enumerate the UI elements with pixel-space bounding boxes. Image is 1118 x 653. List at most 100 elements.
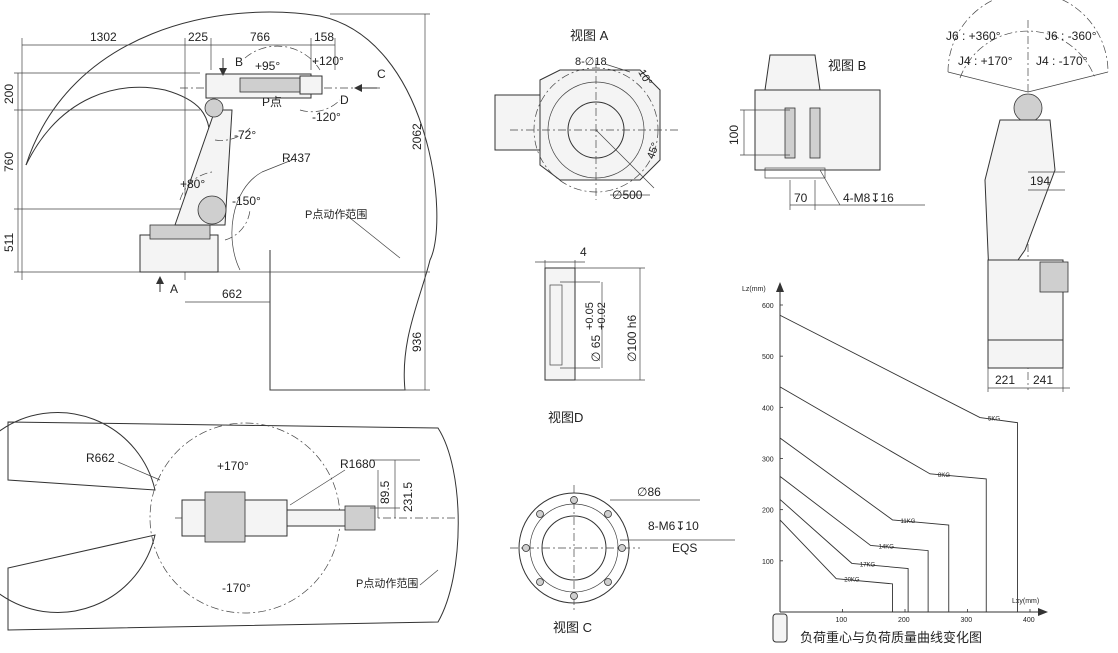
robot-base bbox=[139, 234, 219, 273]
view-a: 视图 A 8-∅18 10° 45° ∅500 bbox=[494, 28, 680, 202]
view-c-bolt-holes bbox=[522, 496, 626, 600]
series-label: 11KG bbox=[901, 519, 916, 525]
dim-231-5: 231.5 bbox=[401, 482, 415, 512]
view-c-eqs: EQS bbox=[672, 541, 697, 555]
dim-200: 200 bbox=[2, 84, 16, 104]
load-chart: Lz(mm) Lxy(mm) 负荷重心与负荷质量曲线变化图 100 200 300 4… bbox=[742, 282, 1048, 645]
chart-title: 负荷重心与负荷质量曲线变化图 bbox=[800, 630, 982, 645]
radius-r662: R662 bbox=[86, 451, 115, 465]
dim-511: 511 bbox=[2, 233, 16, 252]
j3-motor bbox=[204, 98, 224, 118]
x-tick-label: 300 bbox=[961, 617, 973, 624]
workspace-inner-arc bbox=[25, 86, 211, 166]
view-a-title: 视图 A bbox=[570, 28, 609, 43]
workspace-outer-arc bbox=[25, 11, 438, 391]
wrist bbox=[299, 75, 323, 95]
label-d: D bbox=[340, 93, 349, 107]
dim-760: 760 bbox=[2, 152, 16, 172]
top-view: R662 R1680 +170° -170° 89.5 231.5 P点动作范围 bbox=[0, 412, 459, 631]
label-p-range-top: P点动作范围 bbox=[356, 576, 418, 590]
view-a-diameter: ∅500 bbox=[612, 188, 643, 202]
view-c-dia86: ∅86 bbox=[637, 485, 661, 499]
angle-plus80: +80° bbox=[180, 177, 205, 191]
view-b-dim100: 100 bbox=[727, 125, 741, 145]
angle-minus120: -120° bbox=[312, 110, 341, 124]
series-label: 5KG bbox=[988, 417, 1000, 423]
series-line bbox=[779, 476, 929, 612]
j6-plus: J6 : +360° bbox=[946, 29, 1001, 43]
x-tick-label: 400 bbox=[1023, 617, 1035, 624]
x-tick-label: 200 bbox=[898, 617, 910, 624]
load-tool-icon bbox=[772, 613, 788, 643]
right-dim194: 194 bbox=[1030, 174, 1050, 188]
view-d-dia100: ∅100 h6 bbox=[625, 315, 639, 362]
right-wrist bbox=[1013, 93, 1043, 123]
view-c: ∅86 8-M6↧10 EQS 视图 C bbox=[510, 485, 735, 635]
view-d-tol-upper: +0.05 bbox=[584, 302, 596, 330]
dim-89-5: 89.5 bbox=[378, 480, 392, 504]
angle-plus170: +170° bbox=[217, 459, 249, 473]
view-a-holes: 8-∅18 bbox=[575, 56, 607, 68]
view-d-tol-lower: +0.02 bbox=[596, 302, 608, 330]
dim-936: 936 bbox=[410, 332, 424, 352]
series-label: 8KG bbox=[938, 473, 950, 479]
dim-2062: 2062 bbox=[410, 123, 424, 150]
view-d-title: 视图D bbox=[548, 410, 583, 425]
right-dim221: 221 bbox=[995, 373, 1015, 387]
view-a-motor bbox=[494, 94, 541, 151]
view-b-cover bbox=[764, 54, 821, 91]
y-tick-label: 200 bbox=[762, 508, 774, 515]
dim-766: 766 bbox=[250, 30, 270, 44]
dim-225: 225 bbox=[188, 30, 208, 44]
j4-minus: J4 : -170° bbox=[1036, 54, 1088, 68]
view-d: 4 +0.05 +0.02 ∅ 65 ∅100 h6 视图D bbox=[535, 245, 645, 425]
top-workspace-boundary bbox=[0, 412, 459, 631]
angle-plus95: +95° bbox=[255, 59, 280, 73]
right-arm bbox=[984, 119, 1056, 302]
series-line bbox=[779, 519, 893, 612]
j4-plus: J4 : +170° bbox=[958, 54, 1013, 68]
view-a-flange bbox=[539, 69, 661, 181]
y-tick-label: 100 bbox=[762, 559, 774, 566]
side-view: 1302 225 766 158 200 760 511 2062 936 66… bbox=[2, 11, 438, 391]
right-base bbox=[987, 339, 1064, 369]
right-dim241: 241 bbox=[1033, 373, 1053, 387]
label-p-point: P点 bbox=[262, 95, 282, 109]
label-p-range-side: P点动作范围 bbox=[305, 207, 367, 221]
chart-xlabel: Lxy(mm) bbox=[1012, 598, 1039, 605]
label-c: C bbox=[377, 67, 386, 81]
label-b: B bbox=[235, 55, 243, 69]
angle-minus150: -150° bbox=[232, 194, 261, 208]
view-b-thread: 4-M8↧16 bbox=[843, 191, 894, 205]
view-c-thread: 8-M6↧10 bbox=[648, 519, 699, 533]
series-line bbox=[779, 314, 1018, 612]
angle-minus170: -170° bbox=[222, 581, 251, 595]
angle-minus72: -72° bbox=[234, 128, 256, 142]
chart-ylabel: Lz(mm) bbox=[742, 286, 766, 293]
view-d-dia65: ∅ 65 bbox=[589, 335, 603, 362]
series-line bbox=[779, 437, 950, 612]
angle-plus120: +120° bbox=[312, 54, 344, 68]
view-c-title: 视图 C bbox=[553, 620, 592, 635]
series-line bbox=[779, 386, 987, 612]
lower-arm bbox=[174, 109, 233, 226]
radius-r437: R437 bbox=[282, 151, 311, 165]
radius-r1680: R1680 bbox=[340, 457, 376, 471]
view-d-dim4: 4 bbox=[580, 245, 587, 259]
view-a-angle45: 45° bbox=[645, 141, 662, 161]
dim-1302: 1302 bbox=[90, 30, 117, 44]
series-label: 14KG bbox=[879, 544, 895, 550]
view-b-title: 视图 B bbox=[828, 58, 866, 73]
dim-662: 662 bbox=[222, 287, 242, 301]
y-tick-label: 500 bbox=[762, 354, 774, 361]
label-a: A bbox=[170, 282, 178, 296]
r437-arc bbox=[231, 171, 263, 271]
y-tick-label: 300 bbox=[762, 457, 774, 464]
y-tick-label: 400 bbox=[762, 405, 774, 412]
y-tick-label: 600 bbox=[762, 303, 774, 310]
right-view: J6 : +360° J6 : -360° J4 : +170° J4 : -1… bbox=[946, 0, 1109, 392]
view-b: 视图 B 100 70 4-M8↧16 bbox=[727, 54, 925, 210]
series-label: 20KG bbox=[844, 578, 860, 584]
series-line bbox=[779, 499, 909, 612]
